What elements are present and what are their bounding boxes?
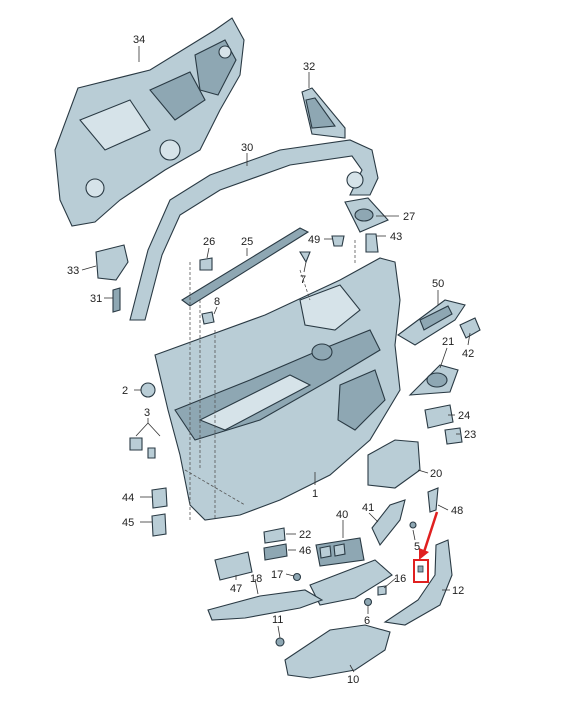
callout-25: 25 — [241, 236, 253, 248]
part-12-trim-strip — [383, 539, 453, 626]
part-10-door-pocket — [284, 624, 391, 679]
callout-27: 27 — [403, 211, 415, 223]
part-34-insulation-panel — [54, 17, 245, 227]
guide-lines — [184, 240, 356, 520]
part-48-clip — [427, 487, 439, 513]
part-49-clip — [331, 235, 345, 247]
callout-6: 6 — [364, 615, 370, 627]
part-24-switch — [424, 404, 454, 429]
part-3-clip-set — [129, 422, 161, 459]
callout-43: 43 — [390, 231, 402, 243]
callout-11: 11 — [272, 614, 283, 626]
part-47-switch-block — [214, 551, 253, 581]
callout-1: 1 — [312, 488, 318, 500]
red-arrow-icon — [419, 511, 439, 560]
part-45-switch — [151, 513, 167, 537]
part-31-pad — [112, 287, 121, 313]
callout-44: 44 — [122, 492, 134, 504]
callout-12: 12 — [452, 585, 464, 597]
callout-41: 41 — [362, 502, 374, 514]
part-20-cover — [367, 439, 421, 489]
part-25-trim-strip — [181, 227, 310, 307]
part-27-tweeter — [344, 197, 389, 233]
part-trim-pull-handle — [309, 559, 393, 606]
callout-18: 18 — [250, 573, 262, 585]
callout-20: 20 — [430, 468, 442, 480]
callout-42: 42 — [462, 348, 474, 360]
part-50-door-handle — [397, 299, 466, 346]
callout-47: 47 — [230, 583, 242, 595]
callout-50: 50 — [432, 278, 444, 290]
part-small-clip — [377, 585, 387, 596]
callout-2: 2 — [122, 385, 128, 397]
part-18-lower-trim — [207, 589, 324, 621]
part-30-window-trim — [129, 139, 379, 321]
callout-26: 26 — [203, 236, 215, 248]
callout-3: 3 — [144, 407, 150, 419]
leader-lines — [81, 46, 471, 673]
part-17-screw — [292, 572, 302, 582]
callout-45: 45 — [122, 517, 134, 529]
part-32-mirror-trim — [301, 87, 346, 139]
callout-10: 10 — [347, 674, 359, 686]
callout-16: 16 — [394, 573, 406, 585]
callout-24: 24 — [458, 410, 470, 422]
callout-labels: 34 32 30 27 49 43 26 25 7 33 31 8 50 21 … — [67, 34, 476, 686]
part-8-bolt — [201, 311, 215, 325]
part-41-bracket — [371, 499, 406, 547]
part-26-clip — [199, 257, 213, 271]
callout-34: 34 — [133, 34, 145, 46]
part-43-clip — [365, 233, 379, 253]
callout-33: 33 — [67, 265, 79, 277]
callout-23: 23 — [464, 429, 476, 441]
part-16-highlighted — [413, 559, 429, 583]
part-23-switch — [444, 427, 463, 445]
part-22-switch — [263, 527, 286, 544]
callout-49: 49 — [308, 234, 320, 246]
callout-32: 32 — [303, 61, 315, 73]
part-44-switch — [151, 487, 168, 509]
callout-7: 7 — [300, 274, 306, 286]
part-1-door-trim-panel — [154, 257, 401, 521]
part-6-screw — [363, 597, 373, 607]
part-42-handle-cap — [459, 317, 481, 339]
callout-17: 17 — [271, 569, 283, 581]
callout-8: 8 — [214, 296, 220, 308]
part-2-clip — [140, 382, 156, 398]
part-5-screw — [409, 521, 417, 529]
callout-46: 46 — [299, 545, 311, 557]
part-33-cover — [95, 244, 129, 281]
callout-48: 48 — [451, 505, 463, 517]
part-11-screw — [275, 637, 285, 647]
part-46-switch — [263, 543, 288, 561]
part-7-screw — [299, 251, 311, 273]
callout-30: 30 — [241, 142, 253, 154]
callout-21: 21 — [442, 336, 454, 348]
callout-40: 40 — [336, 509, 348, 521]
callout-22: 22 — [299, 529, 311, 541]
callout-31: 31 — [90, 293, 102, 305]
part-21-speaker-grille — [408, 364, 459, 396]
part-40-window-switch-module — [315, 537, 365, 567]
callout-5: 5 — [414, 541, 420, 553]
